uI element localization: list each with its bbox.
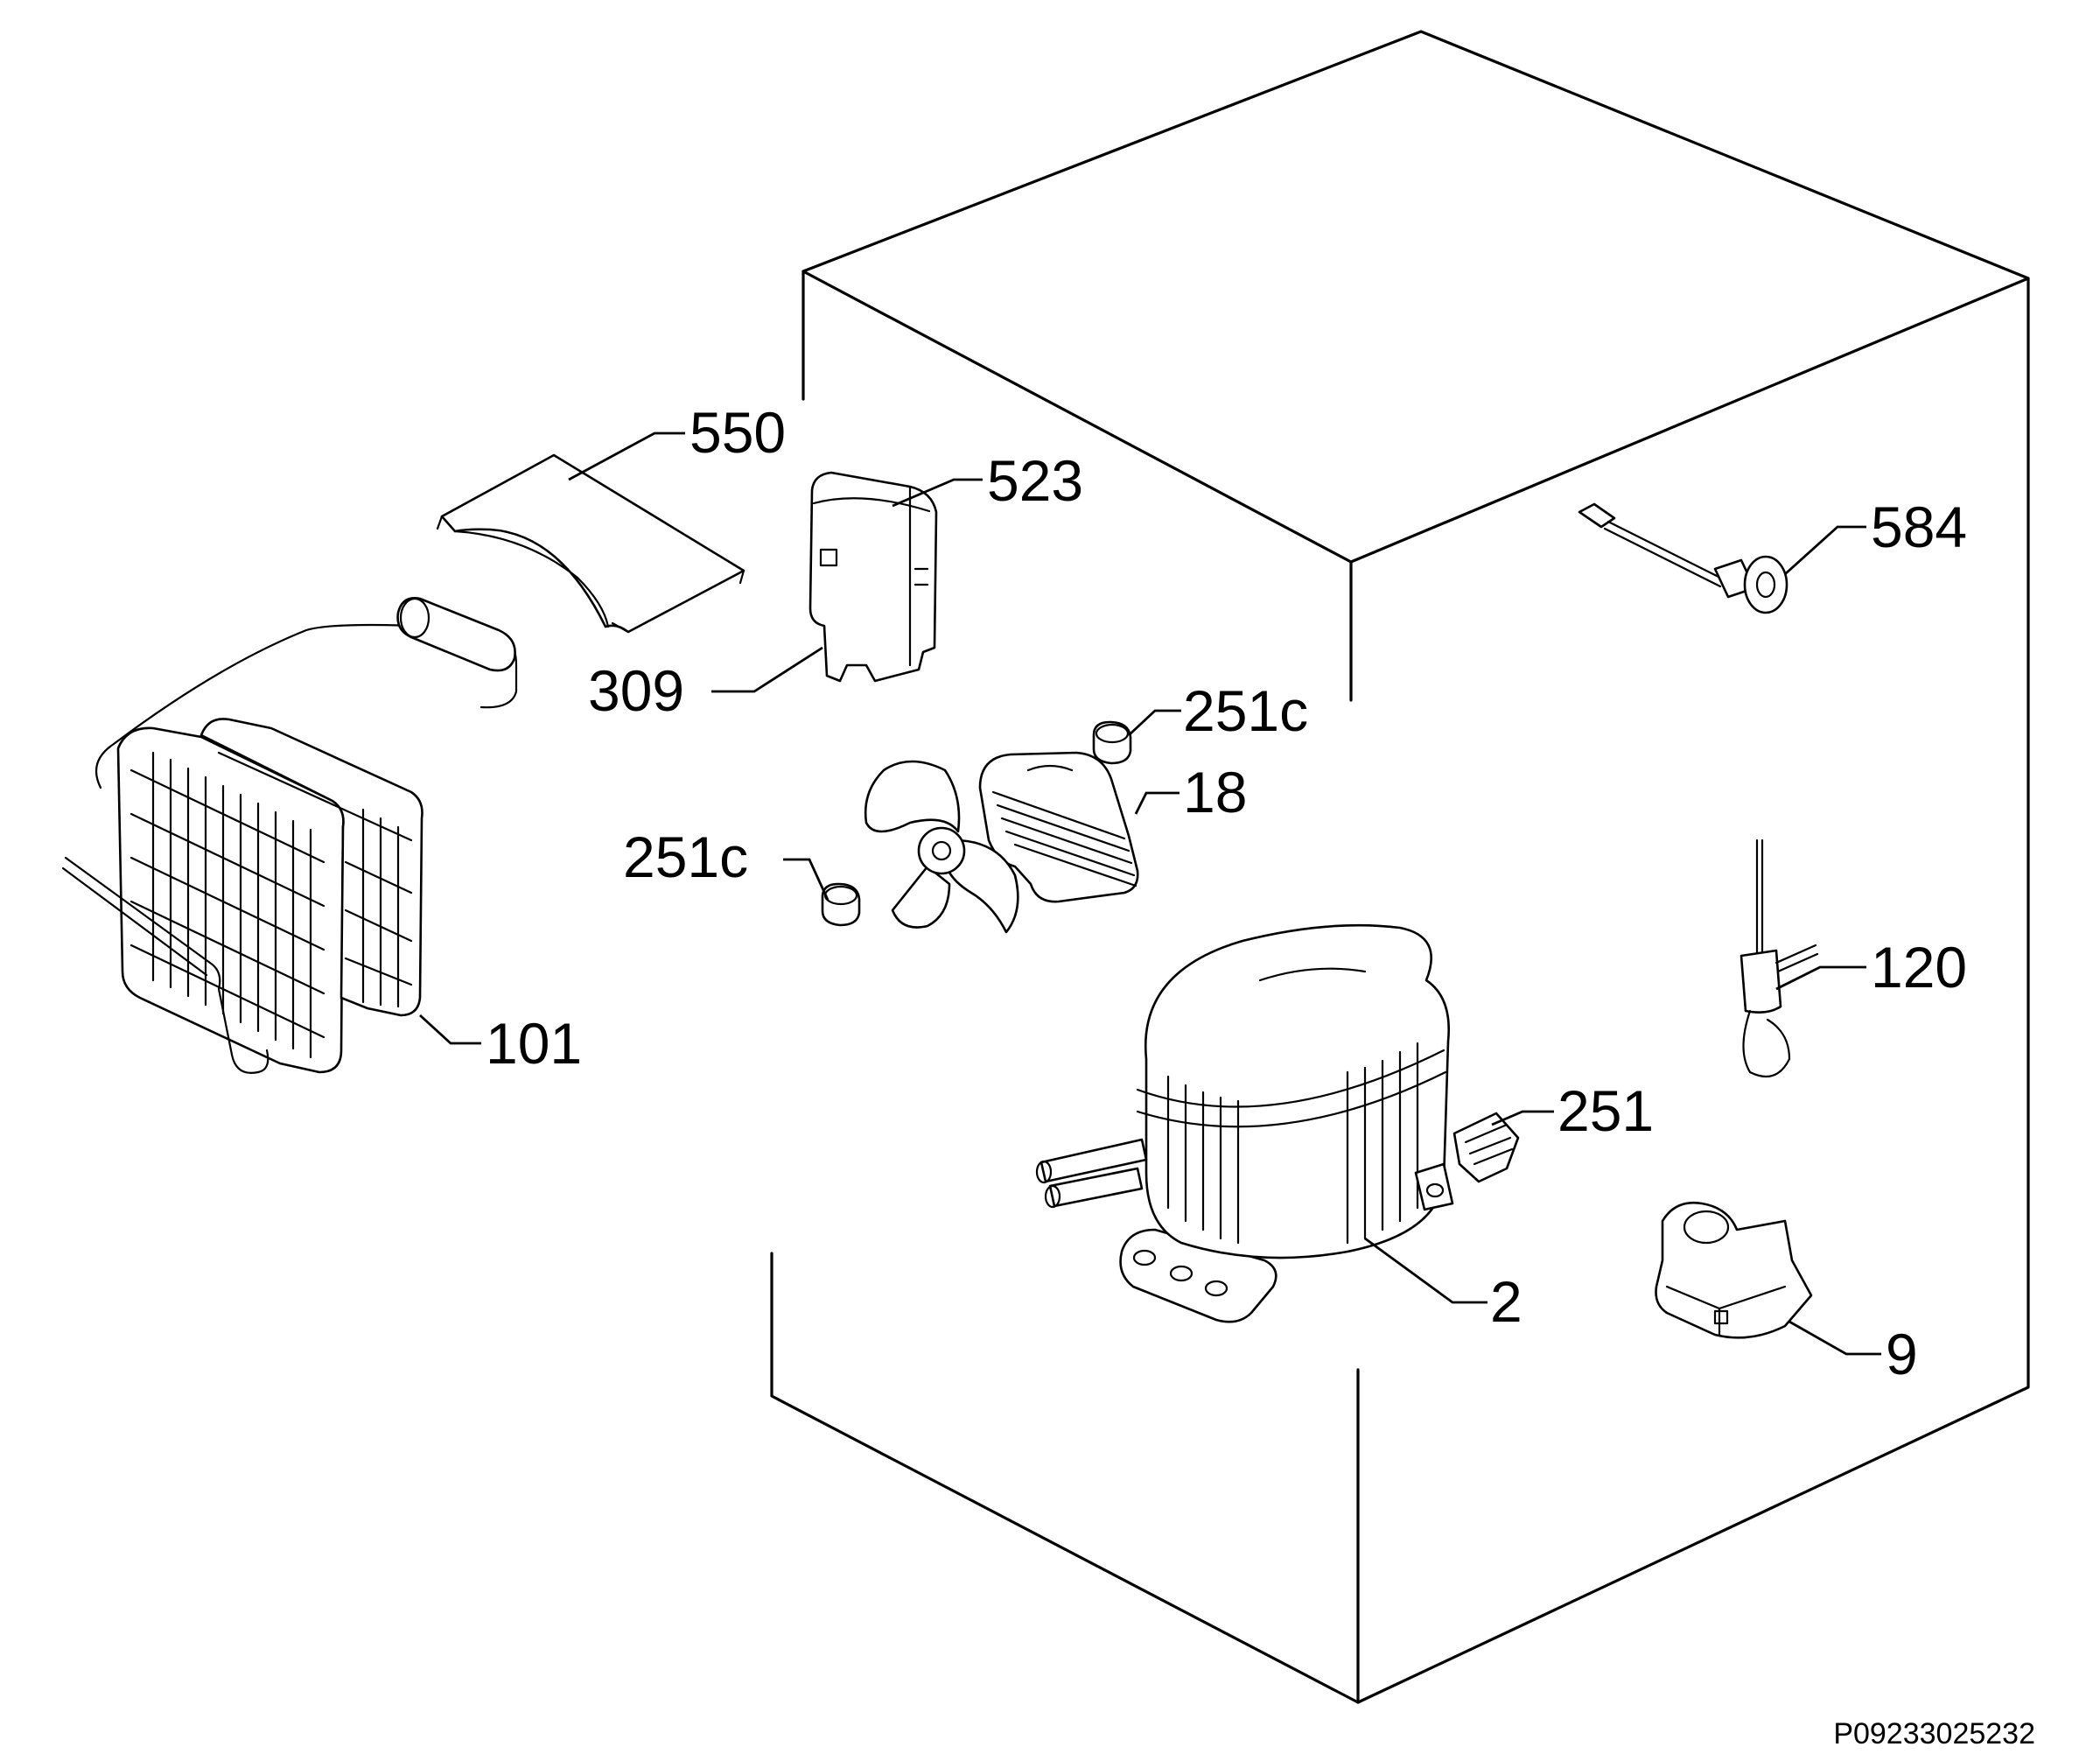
callout-550: 550: [690, 400, 786, 465]
part-584-sensor: [1578, 502, 1788, 614]
callout-251: 251: [1558, 1078, 1654, 1143]
part-251-clip: [1452, 1112, 1520, 1183]
callout-labels: 550 523 309 584 251c 18 251c 120 101 251…: [486, 400, 1967, 1386]
condenser-fins: [151, 751, 400, 1059]
part-550-fan-bracket: [436, 453, 746, 634]
drawing-code: P09233025232: [1833, 1717, 2035, 1750]
callout-523: 523: [987, 448, 1083, 513]
callout-120: 120: [1871, 935, 1967, 1000]
callout-9: 9: [1886, 1322, 1918, 1386]
callout-309: 309: [588, 658, 684, 723]
callout-18: 18: [1183, 760, 1247, 824]
part-9-relay: [1655, 1201, 1813, 1339]
part-120-sensor: [1740, 838, 1819, 1078]
part-251c-grommet-lower: [821, 882, 861, 927]
callout-251c-lower: 251c: [623, 824, 748, 889]
part-2-compressor: [1035, 923, 1454, 1323]
part-18-fan-motor: [864, 751, 1139, 934]
callout-584: 584: [1871, 495, 1967, 559]
cabinet-outline: [770, 30, 2030, 1704]
callout-101: 101: [486, 1011, 582, 1076]
leader-lines: [419, 431, 1881, 1356]
callout-251c-upper: 251c: [1183, 678, 1308, 743]
part-523-relay-cover: [808, 471, 938, 683]
callout-2: 2: [1490, 1269, 1522, 1334]
part-251c-grommet-upper: [1092, 720, 1132, 765]
part-101-condenser: [61, 597, 518, 1074]
